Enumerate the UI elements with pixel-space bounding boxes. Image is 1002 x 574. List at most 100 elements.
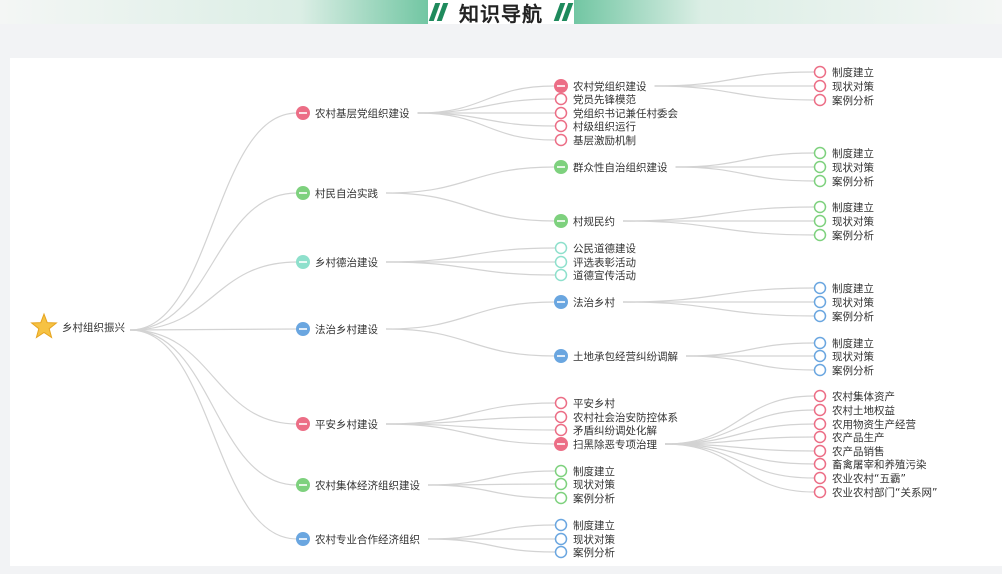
node-label: 农用物资生产经营 [832,418,916,431]
link [129,329,298,540]
node-label: 案例分析 [573,492,615,505]
node-circle-icon [813,309,827,323]
node-label: 农村土地权益 [832,404,895,417]
tree-child-node[interactable]: 制度建立 [554,518,616,532]
tree-child-node[interactable]: 案例分析 [813,228,875,242]
node-circle-icon [813,200,827,214]
tree-child-node[interactable]: 农村土地权益 [813,403,896,417]
tree-child-node[interactable]: 公民道德建设 [554,241,637,255]
node-label: 党组织书记兼任村委会 [573,107,678,120]
node-label: 案例分析 [832,310,874,323]
tree-child-node[interactable]: 农村集体资产 [813,389,896,403]
tree-branch-node[interactable]: 农村专业合作经济组织 [296,532,420,546]
node-label: 村规民约 [573,215,615,228]
link [622,220,815,236]
link [385,247,556,263]
link [129,112,298,331]
tree-child-node[interactable]: 村规民约 [554,214,615,228]
node-circle-icon [554,532,568,546]
tree-child-node[interactable]: 法治乡村 [554,295,615,309]
node-circle-icon [554,396,568,410]
node-label: 制度建立 [832,282,874,295]
tree-child-node[interactable]: 案例分析 [813,309,875,323]
tree-child-node[interactable]: 案例分析 [554,545,616,559]
node-circle-icon [554,268,568,282]
tree-child-node[interactable]: 农村社会治安防控体系 [554,410,679,424]
header-title-wrap: 知识导航 [0,0,1002,26]
tree-child-node[interactable]: 现状对策 [813,295,875,309]
link [385,423,556,445]
tree-child-node[interactable]: 制度建立 [813,146,875,160]
tree-child-node[interactable]: 扫黑除恶专项治理 [554,437,657,451]
tree-branch-node[interactable]: 乡村德治建设 [296,255,378,269]
tree-child-node[interactable]: 群众性自治组织建设 [554,160,668,174]
tree-branch-node[interactable]: 农村基层党组织建设 [296,106,410,120]
tree-child-node[interactable]: 案例分析 [813,93,875,107]
tree-child-node[interactable]: 农业农村部门“关系网” [813,485,938,499]
tree-child-node[interactable]: 现状对策 [813,349,875,363]
tree-child-node[interactable]: 农业农村“五霸” [813,471,906,485]
tree-child-node[interactable]: 评选表彰活动 [554,255,637,269]
node-label: 农村社会治安防控体系 [573,411,678,424]
tree-branch-node[interactable]: 村民自治实践 [296,186,378,200]
tree-child-node[interactable]: 案例分析 [813,363,875,377]
node-label: 现状对策 [832,215,874,228]
tree-child-node[interactable]: 党员先锋模范 [554,92,637,106]
node-circle-icon [554,464,568,478]
link [622,206,815,222]
tree-child-node[interactable]: 现状对策 [813,214,875,228]
node-label: 现状对策 [832,350,874,363]
tree-branch-node[interactable]: 法治乡村建设 [296,322,378,336]
node-label: 平安乡村建设 [315,418,378,431]
node-label: 评选表彰活动 [573,256,636,269]
node-label: 矛盾纠纷调处化解 [573,424,657,437]
link [664,443,815,493]
tree-child-node[interactable]: 农产品销售 [813,444,885,458]
tree-child-node[interactable]: 制度建立 [813,200,875,214]
tree-child-node[interactable]: 道德宣传活动 [554,268,637,282]
link [664,436,815,445]
node-label: 制度建立 [573,519,615,532]
node-label: 村民自治实践 [315,187,378,200]
link [622,301,815,317]
node-label: 案例分析 [573,546,615,559]
root-node[interactable]: 乡村组织振兴 [30,312,125,339]
tree-branch-node[interactable]: 农村集体经济组织建设 [296,478,420,492]
tree-child-node[interactable]: 制度建立 [554,464,616,478]
root-label: 乡村组织振兴 [62,321,125,334]
node-circle-icon [554,106,568,120]
link [427,470,556,486]
tree-child-node[interactable]: 现状对策 [554,532,616,546]
tree-child-node[interactable]: 党组织书记兼任村委会 [554,106,679,120]
tree-child-node[interactable]: 畜禽屠宰和养殖污染 [813,457,927,471]
node-circle-icon [813,160,827,174]
tree-child-node[interactable]: 平安乡村 [554,396,616,410]
tree-child-node[interactable]: 制度建立 [813,336,875,350]
tree-child-node[interactable]: 案例分析 [813,174,875,188]
tree-child-node[interactable]: 制度建立 [813,65,875,79]
tree-branch-node[interactable]: 平安乡村建设 [296,417,378,431]
tree-child-node[interactable]: 制度建立 [813,281,875,295]
tree-child-node[interactable]: 土地承包经营纠纷调解 [554,349,678,363]
tree-child-node[interactable]: 村级组织运行 [554,119,637,133]
tree-child-node[interactable]: 矛盾纠纷调处化解 [554,423,658,437]
node-circle-icon [813,336,827,350]
tree-child-node[interactable]: 现状对策 [554,477,616,491]
node-label: 公民道德建设 [573,242,636,255]
tree-child-node[interactable]: 农村党组织建设 [554,79,647,93]
link [675,152,815,168]
tree-child-node[interactable]: 现状对策 [813,79,875,93]
link [685,355,815,371]
tree-child-node[interactable]: 农产品生产 [813,430,885,444]
node-label: 畜禽屠宰和养殖污染 [832,458,927,471]
links-layer [129,71,815,553]
node-label: 现状对策 [832,296,874,309]
tree-child-node[interactable]: 案例分析 [554,491,616,505]
tree-child-node[interactable]: 现状对策 [813,160,875,174]
node-label: 农村集体资产 [832,390,895,403]
tree-child-node[interactable]: 基层激励机制 [554,133,637,147]
node-label: 农村专业合作经济组织 [315,533,420,546]
node-circle-icon [554,423,568,437]
node-circle-icon [554,92,568,106]
tree-child-node[interactable]: 农用物资生产经营 [813,417,917,431]
